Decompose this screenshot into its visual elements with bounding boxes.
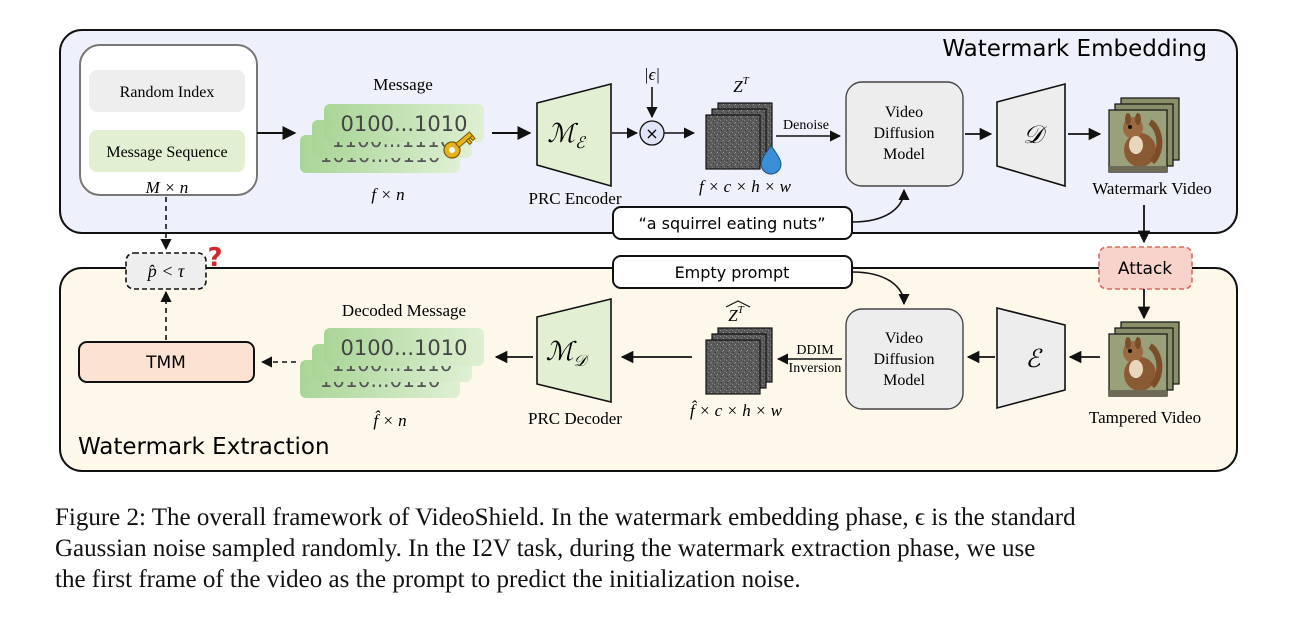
vae-encoder-block bbox=[996, 306, 1066, 410]
vae-encoder-symbol: ℰ bbox=[1025, 346, 1043, 373]
random-index-box bbox=[89, 70, 245, 112]
decoded-bits: 0100...1010 bbox=[341, 336, 468, 360]
compare-label: p̂ < τ bbox=[146, 261, 185, 281]
question-icon: ? bbox=[207, 243, 222, 273]
vdm-embedding-line3: Model bbox=[883, 146, 925, 163]
m-dim-label: M × n bbox=[145, 178, 189, 197]
empty-prompt-text: Empty prompt bbox=[675, 263, 790, 282]
latent-frame-front bbox=[705, 114, 761, 170]
vdm-extraction-line3: Model bbox=[883, 372, 925, 389]
vdm-extraction-block bbox=[845, 308, 964, 410]
vae-decoder-block bbox=[996, 82, 1066, 188]
f-dim-label: f × n bbox=[371, 185, 404, 204]
noise-label: |ϵ| bbox=[644, 65, 660, 84]
caption-line-3: the first frame of the video as the prom… bbox=[55, 566, 801, 593]
attack-label: Attack bbox=[1118, 259, 1172, 279]
prc-decoder-block bbox=[536, 297, 612, 404]
attack-box bbox=[1098, 246, 1193, 290]
zt-label: ZT bbox=[733, 75, 749, 96]
prc-encoder-block bbox=[536, 82, 612, 188]
watermark-video-image bbox=[1108, 97, 1180, 173]
zt-hat-label: ZT bbox=[728, 304, 744, 325]
zt-hat-wide-hat bbox=[725, 300, 751, 308]
message-label: Message bbox=[373, 75, 432, 94]
caption-line-1: Figure 2: The overall framework of Video… bbox=[55, 504, 1076, 531]
prc-decoder-symbol: ℳ𝒟 bbox=[546, 337, 590, 370]
latent-dims: f × c × h × w bbox=[699, 177, 792, 196]
message-sequence-label: Message Sequence bbox=[106, 144, 227, 161]
latent-hat-dims: f̂ × c × h × w bbox=[690, 400, 783, 420]
vdm-extraction-line2: Diffusion bbox=[873, 351, 934, 368]
vdm-embedding-line1: Video bbox=[885, 104, 923, 121]
prc-decoder-label: PRC Decoder bbox=[528, 409, 622, 428]
prompt-box bbox=[612, 206, 853, 240]
ddim-label-line2: Inversion bbox=[789, 361, 842, 376]
denoise-label: Denoise bbox=[783, 118, 829, 133]
multiply-symbol: × bbox=[645, 124, 658, 143]
prc-encoder-symbol: ℳℰ bbox=[547, 119, 587, 152]
compare-box bbox=[125, 252, 207, 290]
prc-encoder-label: PRC Encoder bbox=[528, 189, 621, 208]
vdm-extraction-line1: Video bbox=[885, 330, 923, 347]
arrow-prompt-to-vdm bbox=[851, 188, 910, 223]
message-card-front bbox=[324, 104, 484, 142]
prompt-text: “a squirrel eating nuts” bbox=[638, 214, 825, 233]
vdm-embedding-line2: Diffusion bbox=[873, 125, 934, 142]
figure-caption: Figure 2: The overall framework of Video… bbox=[55, 502, 1250, 595]
embedding-title: Watermark Embedding bbox=[942, 36, 1207, 62]
tmm-label: TMM bbox=[145, 353, 186, 373]
watermark-drop-icon bbox=[760, 145, 782, 175]
message-sequence-box bbox=[89, 130, 245, 172]
arrow-empty-prompt-to-vdm bbox=[851, 271, 910, 306]
watermark-video-label: Watermark Video bbox=[1092, 179, 1212, 198]
framework-diagram: Watermark Embedding Watermark Extraction… bbox=[59, 29, 1238, 472]
tampered-video-label: Tampered Video bbox=[1089, 408, 1201, 427]
decoded-card-front bbox=[324, 328, 484, 366]
message-bits: 0100...1010 bbox=[341, 112, 468, 136]
latent-hat-frame-front bbox=[705, 339, 761, 395]
caption-line-2: Gaussian noise sampled randomly. In the … bbox=[55, 535, 1036, 562]
tampered-video-image bbox=[1108, 321, 1180, 397]
key-icon bbox=[443, 131, 476, 159]
vdm-embedding-block bbox=[845, 81, 964, 187]
tmm-box bbox=[78, 341, 255, 383]
decoded-message-label: Decoded Message bbox=[342, 301, 466, 320]
random-index-label: Random Index bbox=[120, 84, 215, 101]
extraction-title: Watermark Extraction bbox=[78, 434, 330, 460]
message-input-box bbox=[79, 44, 258, 196]
ddim-label-line1: DDIM bbox=[796, 343, 834, 358]
fhat-dim-label: f̂ × n bbox=[373, 410, 406, 430]
